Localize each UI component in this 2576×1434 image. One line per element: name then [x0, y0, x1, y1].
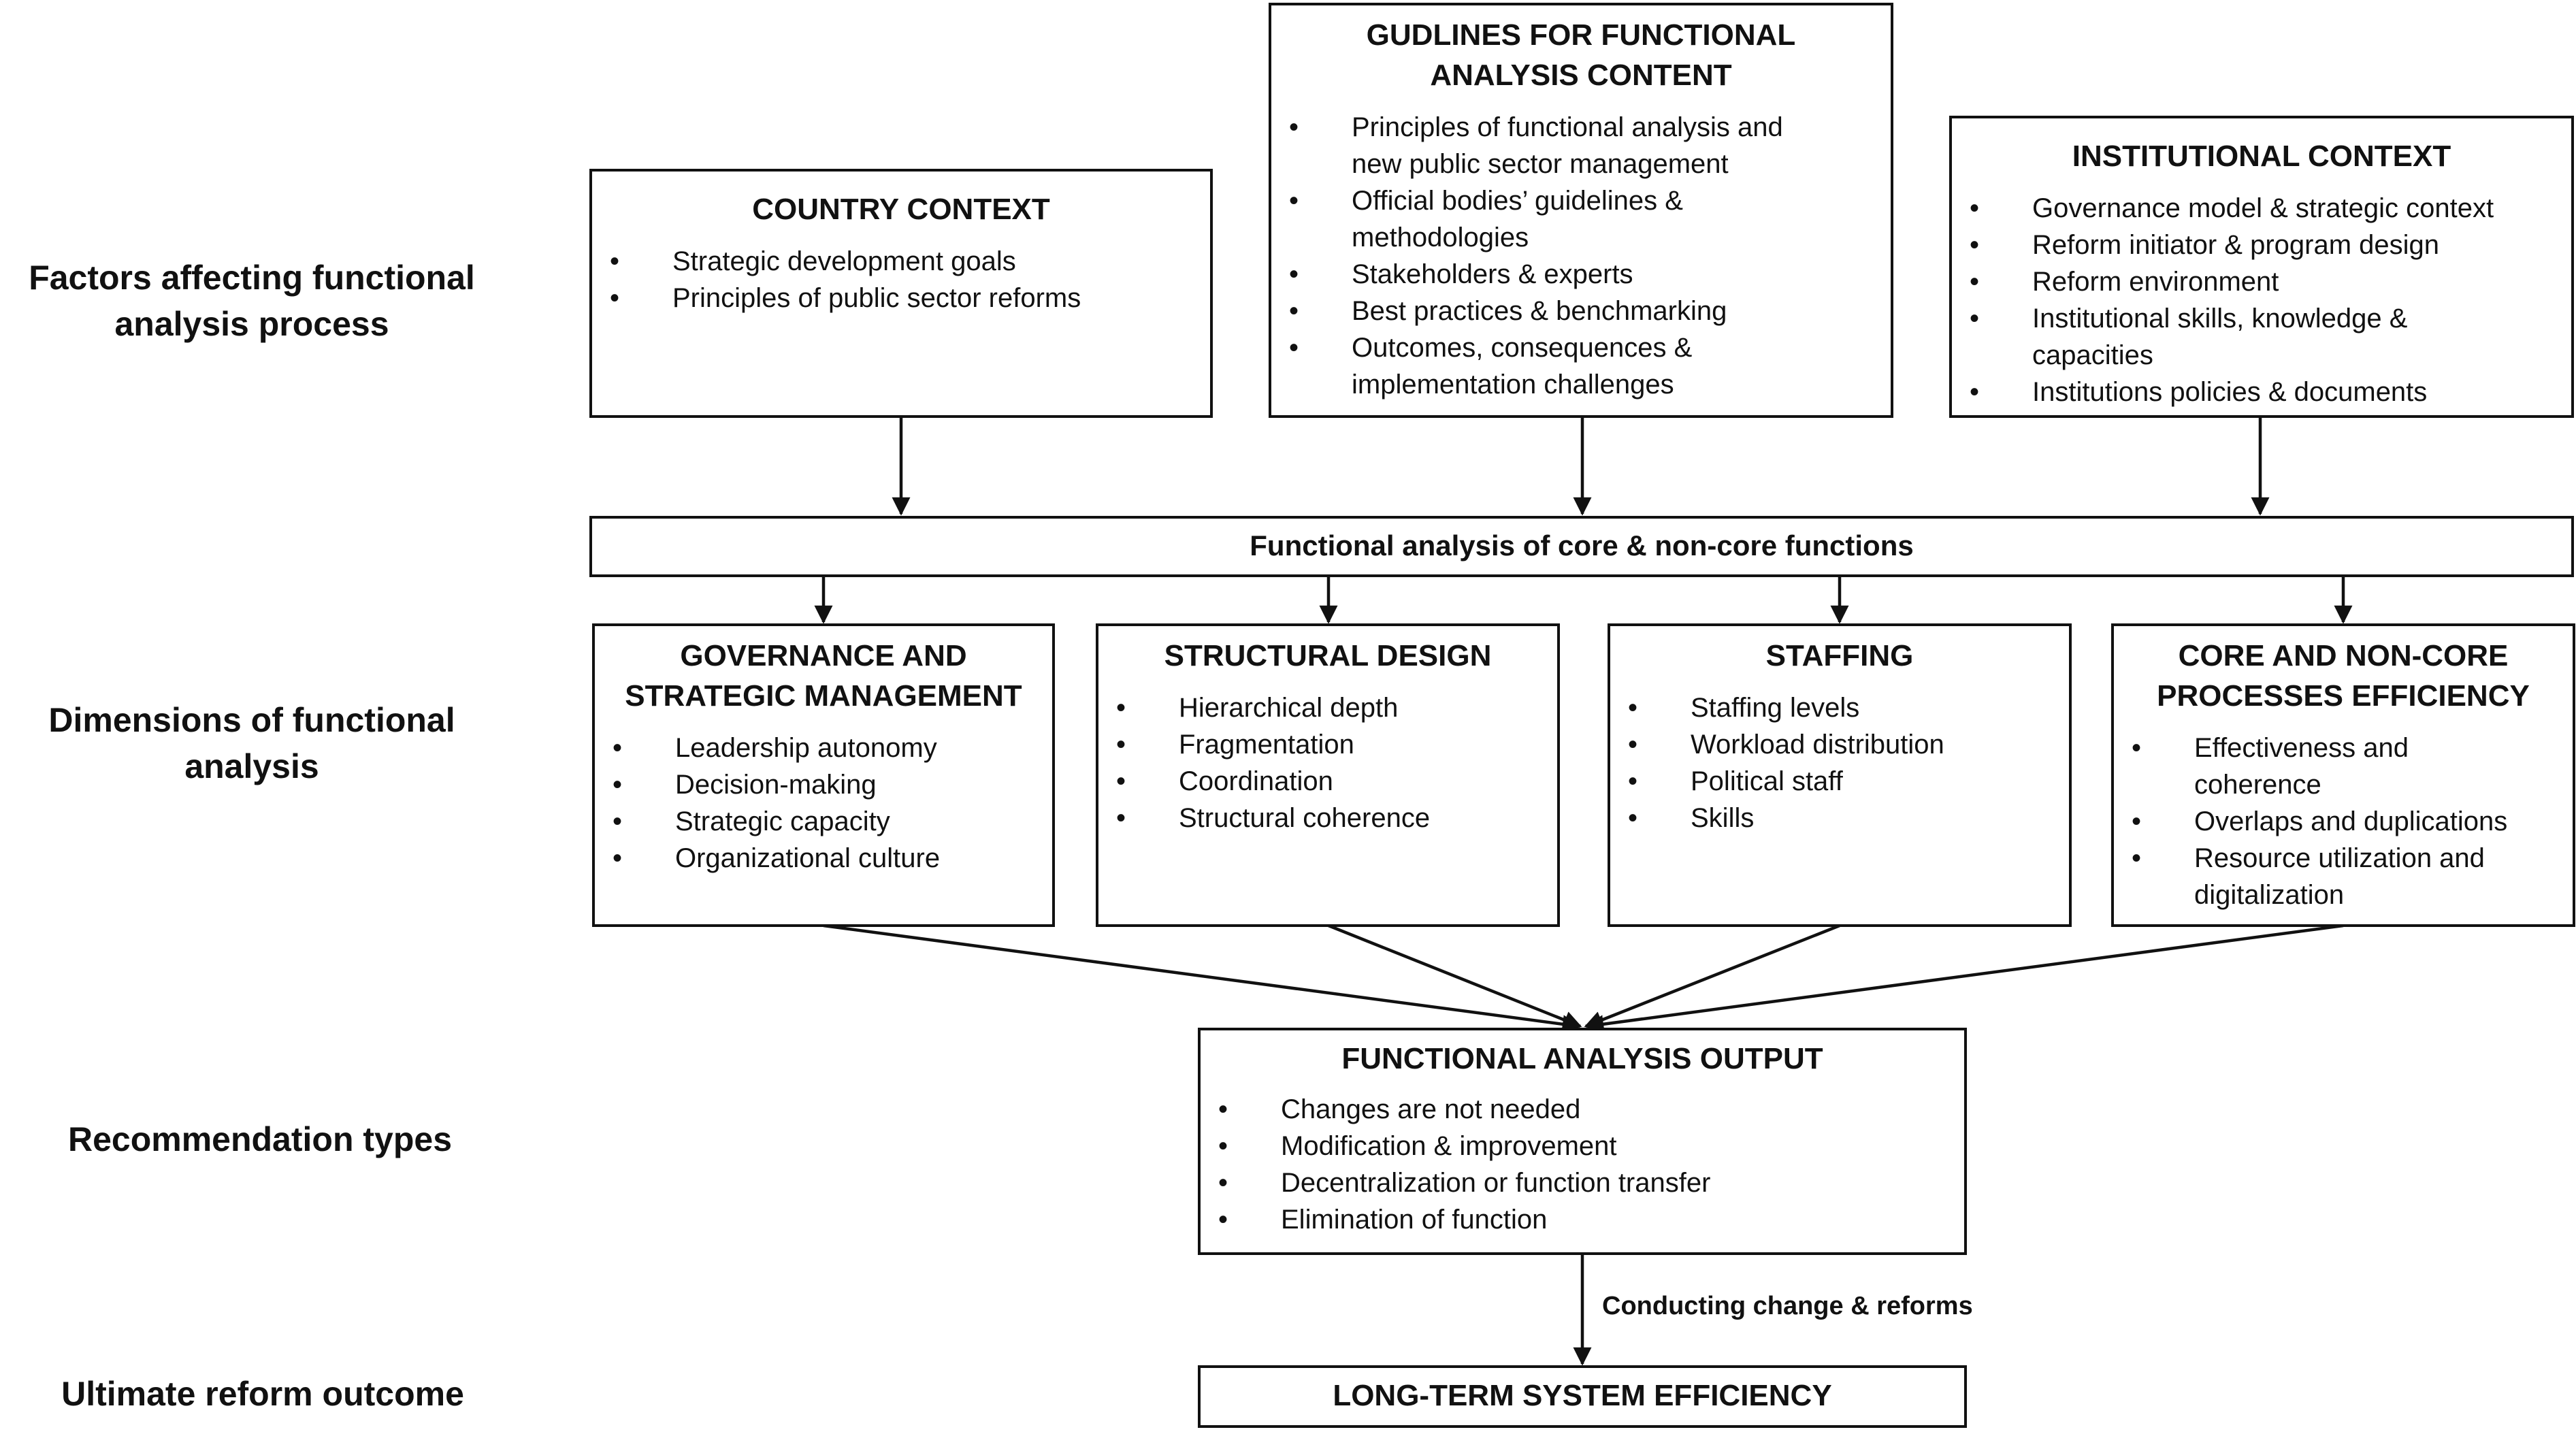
- arrow-governance-to-output: [823, 924, 1581, 1034]
- list-item: Hierarchical depth: [1098, 689, 1557, 726]
- processes-efficiency-title: CORE AND NON-CORE PROCESSES EFFICIENCY: [2157, 639, 2530, 713]
- guidelines-box: GUDLINES FOR FUNCTIONAL ANALYSIS CONTENT…: [1269, 3, 1893, 418]
- list-item: Coordination: [1098, 763, 1557, 800]
- long-term-efficiency-box: LONG-TERM SYSTEM EFFICIENCY: [1198, 1365, 1967, 1428]
- guidelines-list: Principles of functional analysis andnew…: [1271, 109, 1891, 403]
- staffing-title: STAFFING: [1765, 639, 1914, 672]
- country-context-title: COUNTRY CONTEXT: [752, 193, 1050, 226]
- list-item: Best practices & benchmarking: [1271, 293, 1891, 329]
- list-item: Stakeholders & experts: [1271, 256, 1891, 293]
- row-label-dimensions: Dimensions of functional analysis: [48, 701, 455, 785]
- list-item: Structural coherence: [1098, 800, 1557, 836]
- staffing-list: Staffing levels Workload distribution Po…: [1610, 689, 2069, 836]
- governance-list: Leadership autonomy Decision-making Stra…: [595, 730, 1052, 877]
- list-item: Overlaps and duplications: [2114, 803, 2573, 840]
- list-item: Fragmentation: [1098, 726, 1557, 763]
- arrow-staffing-to-output: [1584, 924, 1840, 1029]
- governance-title: GOVERNANCE AND STRATEGIC MANAGEMENT: [625, 639, 1022, 713]
- list-item: Political staff: [1610, 763, 2069, 800]
- analysis-output-list: Changes are not needed Modification & im…: [1201, 1091, 1964, 1238]
- list-item: Institutions policies & documents: [1952, 374, 2571, 410]
- structural-design-box: STRUCTURAL DESIGN Hierarchical depth Fra…: [1096, 623, 1560, 927]
- list-item: Decision-making: [595, 766, 1052, 803]
- list-item: Decentralization or function transfer: [1201, 1164, 1964, 1201]
- list-item: Modification & improvement: [1201, 1128, 1964, 1164]
- arrow-structural-to-output: [1328, 924, 1582, 1029]
- governance-box: GOVERNANCE AND STRATEGIC MANAGEMENT Lead…: [592, 623, 1055, 927]
- structural-design-list: Hierarchical depth Fragmentation Coordin…: [1098, 689, 1557, 836]
- list-item: Organizational culture: [595, 840, 1052, 877]
- long-term-efficiency-label: LONG-TERM SYSTEM EFFICIENCY: [1333, 1379, 1832, 1412]
- arrow-processes-to-output: [1585, 924, 2344, 1034]
- row-label-recommendation: Recommendation types: [67, 1120, 452, 1158]
- row-label-factors: Factors affecting functional analysis pr…: [29, 259, 475, 343]
- list-item: Governance model & strategic context: [1952, 190, 2571, 227]
- list-item: Workload distribution: [1610, 726, 2069, 763]
- list-item: Principles of public sector reforms: [592, 280, 1210, 316]
- institutional-context-list: Governance model & strategic context Ref…: [1952, 190, 2571, 410]
- list-item: Official bodies’ guidelines &methodologi…: [1271, 182, 1891, 256]
- list-item: Reform initiator & program design: [1952, 227, 2571, 263]
- edge-label-conducting-change: Conducting change & reforms: [1602, 1292, 1973, 1320]
- list-item: Outcomes, consequences &implementation c…: [1271, 329, 1891, 403]
- list-item: Strategic capacity: [595, 803, 1052, 840]
- guidelines-title: GUDLINES FOR FUNCTIONAL ANALYSIS CONTENT: [1366, 18, 1796, 92]
- structural-design-title: STRUCTURAL DESIGN: [1164, 639, 1492, 672]
- list-item: Principles of functional analysis andnew…: [1271, 109, 1891, 182]
- core-functions-bar: Functional analysis of core & non-core f…: [589, 516, 2574, 577]
- list-item: Skills: [1610, 800, 2069, 836]
- row-label-ultimate: Ultimate reform outcome: [61, 1375, 464, 1413]
- list-item: Institutional skills, knowledge &capacit…: [1952, 300, 2571, 374]
- list-item: Reform environment: [1952, 263, 2571, 300]
- list-item: Leadership autonomy: [595, 730, 1052, 766]
- list-item: Staffing levels: [1610, 689, 2069, 726]
- institutional-context-title: INSTITUTIONAL CONTEXT: [2072, 140, 2451, 173]
- country-context-box: COUNTRY CONTEXT Strategic development go…: [589, 169, 1213, 418]
- core-functions-label: Functional analysis of core & non-core f…: [1250, 529, 1914, 561]
- country-context-list: Strategic development goals Principles o…: [592, 243, 1210, 316]
- analysis-output-box: FUNCTIONAL ANALYSIS OUTPUT Changes are n…: [1198, 1028, 1967, 1255]
- processes-efficiency-box: CORE AND NON-CORE PROCESSES EFFICIENCY E…: [2111, 623, 2575, 927]
- list-item: Changes are not needed: [1201, 1091, 1964, 1128]
- list-item: Elimination of function: [1201, 1201, 1964, 1238]
- staffing-box: STAFFING Staffing levels Workload distri…: [1608, 623, 2072, 927]
- analysis-output-title: FUNCTIONAL ANALYSIS OUTPUT: [1341, 1042, 1823, 1075]
- list-item: Strategic development goals: [592, 243, 1210, 280]
- institutional-context-box: INSTITUTIONAL CONTEXT Governance model &…: [1949, 116, 2574, 418]
